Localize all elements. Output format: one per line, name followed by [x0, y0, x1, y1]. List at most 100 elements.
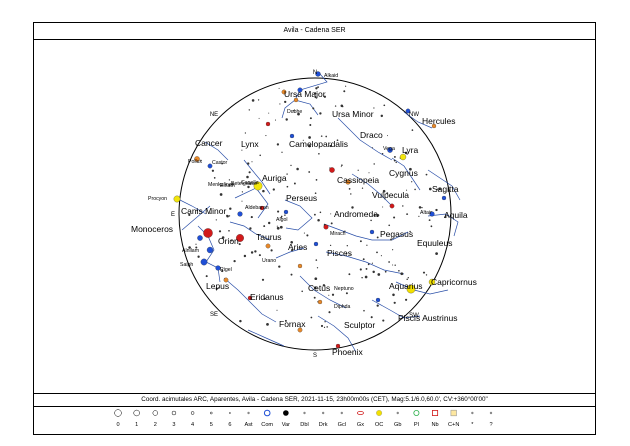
- constellation-label: Cassiopeia: [337, 175, 379, 185]
- bright-star: [223, 277, 229, 283]
- cardinal-label: S: [313, 353, 317, 359]
- faint-star: [386, 135, 389, 137]
- faint-star: [272, 188, 275, 191]
- faint-star: [428, 187, 432, 191]
- faint-star: [276, 309, 278, 311]
- faint-star: [280, 215, 283, 218]
- faint-star: [221, 162, 223, 165]
- constellation-label: Taurus: [256, 232, 282, 242]
- faint-star: [303, 232, 305, 234]
- constellation-line: [275, 247, 305, 259]
- bright-star: [335, 343, 341, 349]
- legend-label: Nb: [431, 422, 438, 428]
- bright-star: [369, 229, 375, 235]
- faint-star: [318, 152, 320, 155]
- bright-star: [399, 153, 407, 161]
- faint-star: [290, 248, 294, 252]
- constellation-label: Piscis Austrinus: [398, 313, 458, 323]
- faint-star: [276, 143, 280, 146]
- faint-star: [418, 215, 420, 217]
- bright-star: [215, 265, 221, 271]
- star-name-label: Menkalinan: [208, 182, 235, 188]
- bright-star: [428, 278, 436, 286]
- faint-star: [257, 99, 260, 101]
- faint-star: [392, 249, 394, 251]
- faint-star: [409, 230, 411, 233]
- galaxy-icon: [357, 410, 364, 415]
- mag-0-icon: [114, 409, 122, 417]
- faint-star: [323, 95, 327, 98]
- faint-star: [359, 268, 362, 271]
- faint-star: [414, 188, 416, 191]
- faint-star: [373, 163, 375, 165]
- horizon-circle: [178, 77, 452, 351]
- legend-label: 2: [154, 422, 157, 428]
- faint-star: [290, 273, 293, 276]
- faint-star: [326, 326, 328, 328]
- constellation-label: Lyra: [402, 145, 418, 155]
- faint-star: [394, 264, 396, 266]
- faint-star: [361, 276, 363, 279]
- faint-star: [376, 214, 380, 217]
- chart-frame: Avila - Cadena SER Coord. acimutales ARC…: [33, 22, 596, 435]
- faint-star: [325, 135, 328, 138]
- bright-star: [293, 97, 299, 103]
- faint-star: [382, 319, 385, 322]
- bright-star: [173, 195, 181, 203]
- faint-star: [348, 188, 351, 190]
- faint-star: [263, 225, 266, 228]
- faint-star: [261, 278, 265, 281]
- bright-star: [323, 224, 329, 230]
- faint-star: [323, 326, 326, 329]
- star-name-label: Capella: [241, 180, 259, 186]
- faint-star: [336, 139, 339, 142]
- constellation-line: [427, 213, 459, 237]
- mag-1-icon: [133, 409, 140, 417]
- faint-star: [278, 265, 281, 268]
- bright-star: [375, 297, 381, 303]
- faint-star: [349, 254, 351, 255]
- constellation-label: Vulpecula: [372, 190, 409, 200]
- faint-star: [239, 319, 242, 323]
- bright-star: [387, 147, 393, 153]
- faint-star: [363, 309, 365, 312]
- faint-star: [218, 230, 222, 233]
- faint-star: [230, 239, 233, 242]
- faint-star: [309, 124, 312, 126]
- faint-star: [259, 154, 261, 157]
- star-name-label: Betelgeuse: [231, 181, 257, 187]
- constellation-label: Auriga: [262, 173, 287, 183]
- constellation-line: [181, 205, 211, 231]
- bright-star: [317, 299, 323, 305]
- faint-star: [286, 173, 288, 175]
- faint-star: [315, 179, 318, 181]
- faint-star: [284, 214, 286, 216]
- faint-star: [301, 290, 303, 293]
- faint-star: [195, 246, 198, 249]
- faint-star: [334, 105, 337, 107]
- bright-star: [441, 195, 447, 201]
- faint-star: [290, 241, 293, 244]
- constellation-line: [223, 277, 277, 323]
- faint-star: [406, 278, 408, 280]
- faint-star: [226, 214, 229, 217]
- faint-star: [306, 234, 309, 237]
- faint-star: [247, 185, 250, 189]
- faint-star: [254, 250, 257, 253]
- faint-star: [221, 236, 225, 239]
- faint-star: [351, 206, 354, 209]
- faint-star: [188, 246, 191, 249]
- bright-star: [259, 205, 265, 211]
- legend-label: Gx: [357, 422, 364, 428]
- cluster-nebula-icon: [450, 409, 457, 417]
- faint-star: [280, 216, 282, 219]
- faint-star: [370, 219, 372, 222]
- double-star-icon: [303, 411, 306, 415]
- bright-star: [265, 243, 271, 249]
- legend-label: ?: [489, 422, 492, 428]
- faint-star: [312, 107, 315, 110]
- faint-star: [368, 172, 370, 174]
- faint-star: [268, 112, 270, 114]
- constellation-label: Draco: [360, 130, 383, 140]
